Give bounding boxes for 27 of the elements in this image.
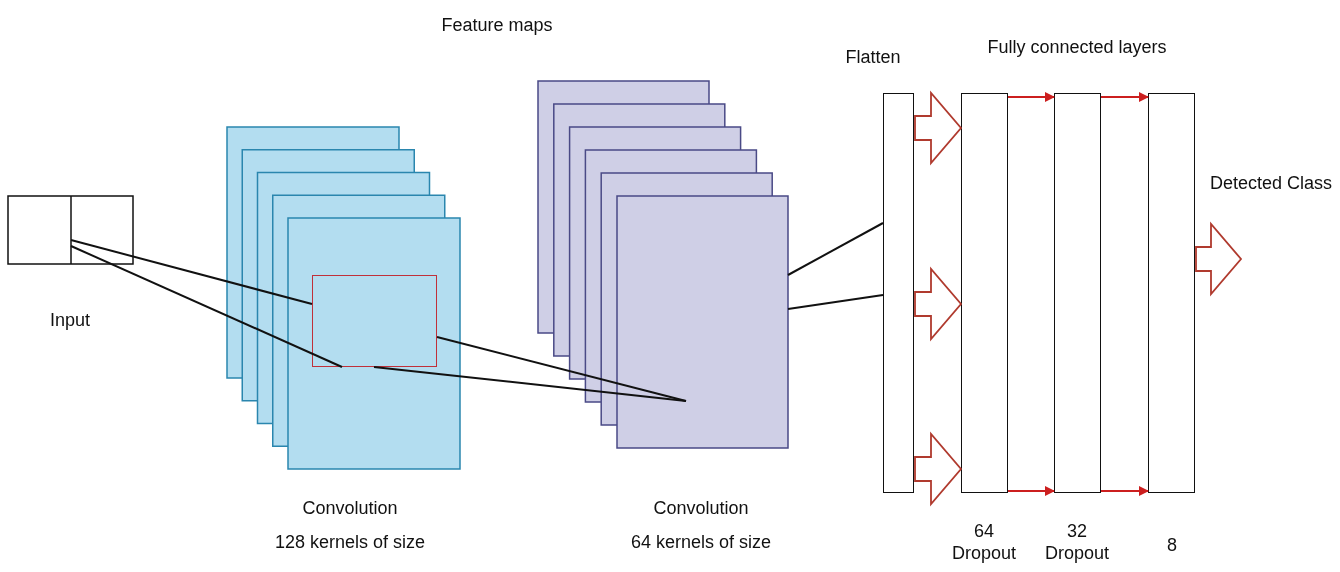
block-arrow (914, 266, 963, 342)
connector-line (436, 336, 687, 402)
connector-line (373, 366, 687, 402)
layer-caption: Convolution (653, 497, 749, 519)
layer-label: 8 (1167, 534, 1177, 556)
layer-label: 32 (1067, 520, 1087, 542)
input-label: Input (50, 309, 90, 331)
arrow (1100, 486, 1149, 496)
connector-line (70, 239, 313, 305)
block-arrow (914, 431, 963, 507)
arrow (1007, 486, 1055, 496)
connector-line (787, 222, 884, 276)
layer-caption: 64 kernels of size (630, 531, 772, 553)
block-arrow (914, 90, 963, 166)
connector-line (70, 245, 343, 368)
layer-label: Flatten (845, 46, 901, 68)
arrow (1100, 92, 1149, 102)
block-arrow (1195, 221, 1243, 297)
layer-label: Dropout (1045, 542, 1109, 564)
section-heading: Fully connected layers (987, 36, 1167, 58)
layer-label: Dropout (952, 542, 1016, 564)
layer-caption: Convolution (302, 497, 398, 519)
section-heading: Feature maps (441, 14, 553, 36)
connector-line (787, 294, 884, 310)
layer-caption: 128 kernels of size (274, 531, 426, 553)
arrow (1007, 92, 1055, 102)
layer-label: 64 (974, 520, 994, 542)
